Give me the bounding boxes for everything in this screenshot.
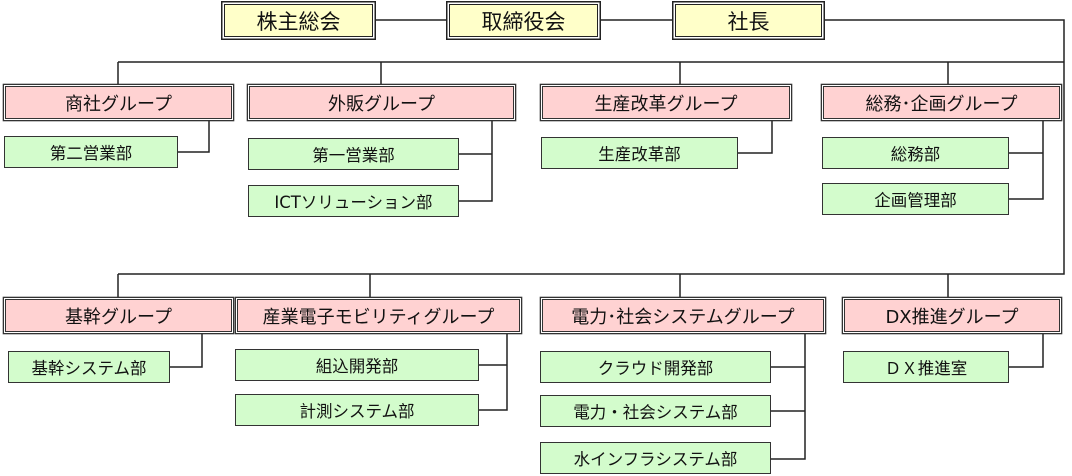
dept-measurement-system-label: 計測システム部	[299, 402, 415, 421]
group-dx-promotion-label: DX推進グループ	[885, 306, 1019, 328]
dept-production-reform-label: 生産改革部	[598, 145, 681, 164]
dept-first-sales-box: 第一営業部	[248, 138, 459, 170]
group-general-affairs-label: 総務･企画グループ	[865, 93, 1018, 115]
group-core-box: 基幹グループ	[5, 299, 232, 332]
dept-water-infra-system-label: 水インフラシステム部	[573, 450, 738, 469]
dept-cloud-dev-box: クラウド開発部	[540, 351, 771, 383]
dept-planning-management-label: 企画管理部	[874, 191, 957, 210]
president-box: 社長	[675, 4, 822, 37]
dept-second-sales-label: 第二営業部	[49, 144, 133, 163]
dept-core-system-box: 基幹システム部	[8, 351, 170, 383]
group-core-label: 基幹グループ	[65, 306, 172, 328]
dept-power-social-system-box: 電力・社会システム部	[540, 395, 771, 427]
group-production-reform-box: 生産改革グループ	[542, 86, 790, 119]
dept-planning-management-box: 企画管理部	[822, 183, 1009, 215]
dept-cloud-dev-label: クラウド開発部	[597, 359, 714, 378]
group-external-sales-label: 外販グループ	[328, 93, 435, 115]
dept-embedded-dev-box: 組込開発部	[235, 349, 479, 381]
shareholders-meeting-label: 株主総会	[256, 9, 341, 34]
group-power-social-label: 電力･社会システムグループ	[571, 306, 795, 328]
dept-dx-promotion-office-label: ＤＸ推進室	[884, 359, 968, 378]
dept-first-sales-label: 第一営業部	[312, 146, 395, 165]
group-dx-promotion-box: DX推進グループ	[844, 299, 1060, 332]
shareholders-meeting-box: 株主総会	[224, 4, 373, 37]
group-production-reform-label: 生産改革グループ	[594, 93, 738, 115]
group-trading-label: 商社グループ	[65, 93, 172, 115]
dept-dx-promotion-office-box: ＤＸ推進室	[843, 351, 1009, 383]
group-industrial-electronics-box: 産業電子モビリティグループ	[237, 299, 520, 332]
group-trading-box: 商社グループ	[5, 86, 232, 119]
group-power-social-box: 電力･社会システムグループ	[542, 299, 824, 332]
group-external-sales-box: 外販グループ	[249, 86, 514, 119]
president-label: 社長	[727, 9, 770, 34]
dept-power-social-system-label: 電力・社会システム部	[573, 403, 738, 422]
dept-second-sales-box: 第二営業部	[4, 136, 178, 168]
dept-ict-solution-label: ICTソリューション部	[274, 193, 433, 212]
dept-water-infra-system-box: 水インフラシステム部	[540, 442, 771, 474]
dept-measurement-system-box: 計測システム部	[235, 394, 479, 426]
board-of-directors-box: 取締役会	[449, 4, 598, 37]
dept-embedded-dev-label: 組込開発部	[315, 357, 399, 376]
board-of-directors-label: 取締役会	[481, 9, 566, 34]
dept-general-affairs-box: 総務部	[822, 137, 1009, 169]
dept-ict-solution-box: ICTソリューション部	[248, 185, 459, 217]
dept-general-affairs-label: 総務部	[890, 145, 941, 164]
dept-production-reform-box: 生産改革部	[541, 137, 738, 169]
dept-core-system-label: 基幹システム部	[31, 359, 147, 378]
group-industrial-electronics-label: 産業電子モビリティグループ	[262, 306, 495, 328]
group-general-affairs-box: 総務･企画グループ	[823, 86, 1060, 119]
